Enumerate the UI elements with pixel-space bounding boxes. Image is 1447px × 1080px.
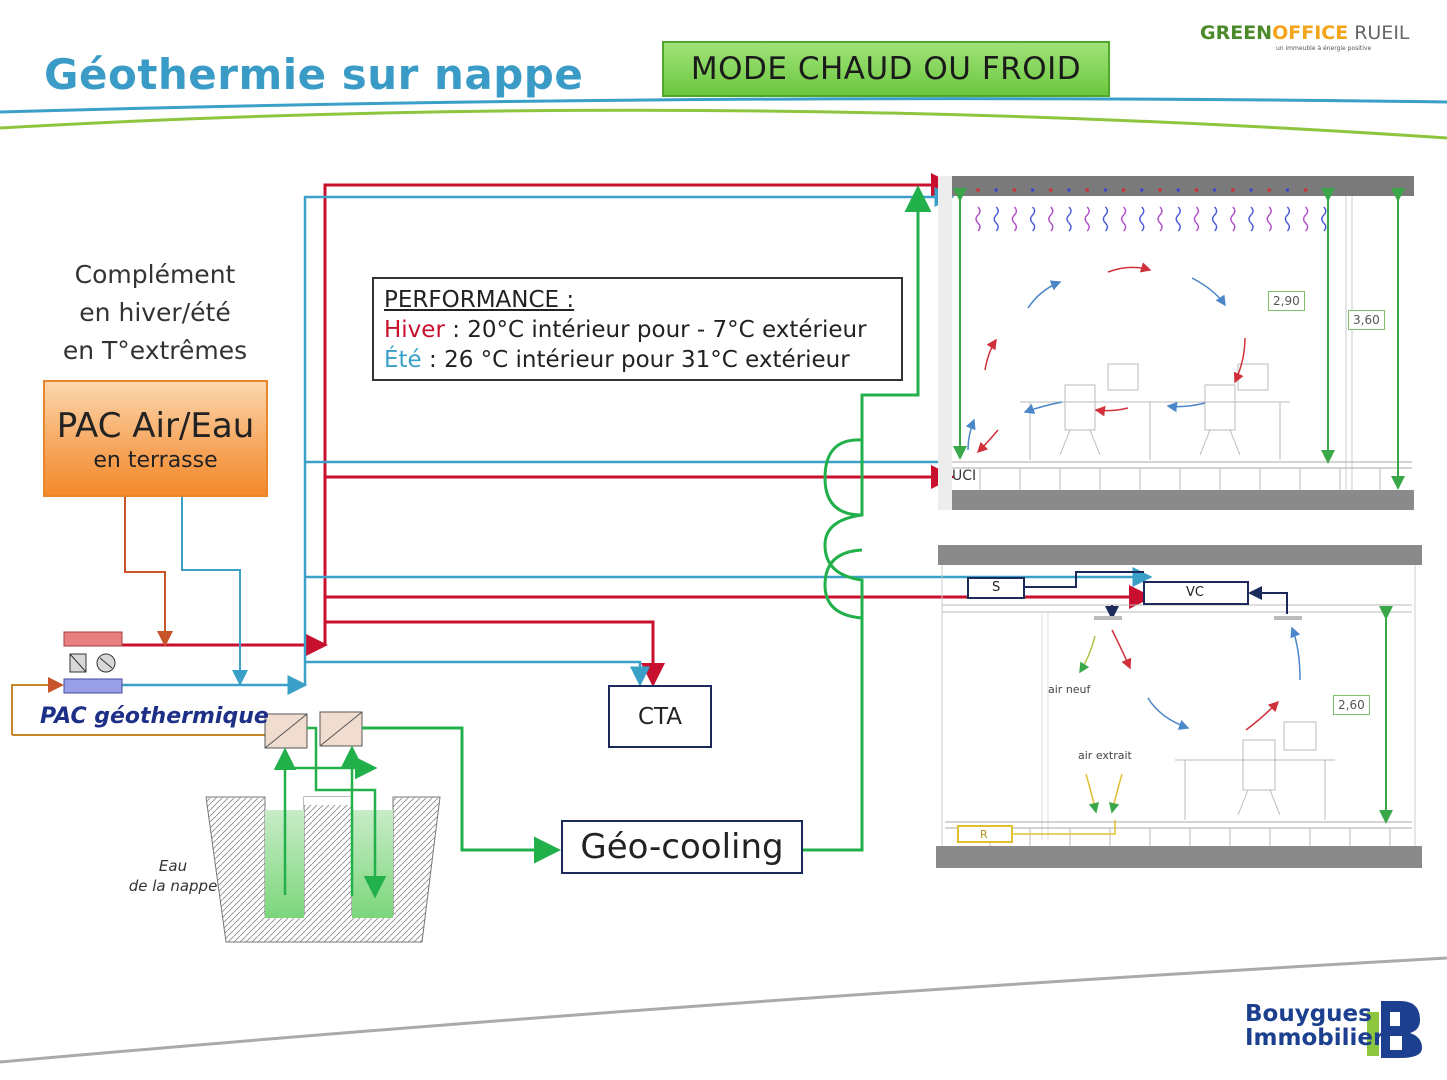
ceiling-emitter-dot (1176, 188, 1180, 192)
ceiling-emitter-dot (1085, 188, 1089, 192)
ceiling-emitter-dot (1194, 188, 1199, 192)
ceiling-emitter-dot (1103, 188, 1108, 192)
pac-geothermique-label: PAC géothermique (40, 704, 269, 729)
ceiling-emitter-dot (1049, 188, 1053, 192)
summer-label: Été (384, 347, 422, 373)
ceiling-emitter-dot (1231, 188, 1235, 192)
dimension-2-60: 2,60 (1333, 695, 1370, 715)
vc-unit-label: VC (1186, 585, 1204, 600)
complement-line-3: en T°extrêmes (62, 336, 248, 365)
logo-city-text: RUEIL (1354, 22, 1410, 44)
complement-label: Complément en hiver/été en T°extrêmes (40, 256, 270, 370)
radiant-squiggle (1029, 206, 1036, 232)
ceiling-emitter-dot (1212, 188, 1217, 192)
ceiling-emitter-dot (1267, 188, 1271, 192)
header-swoosh-green (0, 108, 1447, 140)
brand-line-2: Immobilier (1245, 1025, 1385, 1051)
winter-label: Hiver (384, 317, 445, 343)
r-unit-label: R (980, 828, 988, 841)
mode-badge: MODE CHAUD OU FROID (662, 41, 1110, 97)
radiant-squiggle (1193, 206, 1200, 232)
ceiling-emitter-dot (1121, 188, 1126, 192)
radiant-squiggle (1102, 206, 1109, 232)
uci-label: UCI (952, 468, 977, 484)
aquifer-line-2: de la nappe (128, 877, 218, 895)
geocooling-box: Géo-cooling (561, 820, 803, 874)
radiant-squiggle (1011, 206, 1018, 232)
dimension-3-60: 3,60 (1348, 310, 1385, 330)
summer-text: : 26 °C intérieur pour 31°C extérieur (421, 347, 850, 373)
ceiling-emitter-dot (1012, 188, 1017, 192)
lower-building-section (936, 545, 1422, 868)
radiant-squiggle (1048, 206, 1054, 232)
radiant-squiggle (1230, 206, 1236, 232)
radiant-squiggle (1157, 206, 1163, 232)
radiant-squiggle (993, 206, 999, 232)
upper-building-section (938, 176, 1414, 510)
complement-line-2: en hiver/été (79, 298, 231, 327)
ceiling-emitter-dot (994, 188, 998, 192)
ceiling-emitter-dot (1322, 188, 1326, 192)
cta-box: CTA (608, 685, 712, 748)
radiant-squiggle (1248, 206, 1254, 232)
ceiling-emitter-dot (1030, 188, 1035, 192)
radiant-squiggle (1139, 206, 1145, 232)
bouygues-logo-mark (1367, 1001, 1422, 1058)
winter-text: : 20°C intérieur pour - 7°C extérieur (444, 317, 867, 343)
ceiling-emitter-dot (1158, 188, 1162, 192)
ceiling-emitter-dot (1067, 188, 1071, 192)
complement-line-1: Complément (74, 260, 236, 289)
radiant-squiggle (1120, 206, 1127, 232)
ceiling-emitter-dot (1303, 188, 1308, 192)
dimension-2-90: 2,90 (1268, 291, 1305, 311)
radiant-squiggle (1266, 206, 1272, 232)
ceiling-emitter-dot (1285, 188, 1290, 192)
radiant-squiggle (1302, 206, 1309, 232)
ceiling-emitter-dot (976, 188, 980, 192)
ceiling-emitter-dot (1140, 188, 1144, 192)
logo-green-text: GREEN (1200, 22, 1273, 44)
air-extrait-label: air extrait (1078, 749, 1132, 762)
header-swoosh-blue (0, 97, 1447, 114)
s-unit-label: S (992, 580, 1001, 595)
performance-box: PERFORMANCE : Hiver : 20°C intérieur pou… (372, 277, 903, 381)
radiant-squiggle (1211, 206, 1218, 232)
radiant-squiggle (975, 206, 981, 232)
radiant-squiggle (1284, 206, 1291, 232)
pac-air-eau-box: PAC Air/Eau en terrasse (43, 380, 268, 497)
aquifer-line-1: Eau (158, 857, 188, 875)
performance-summer: Été : 26 °C intérieur pour 31°C extérieu… (384, 345, 891, 375)
radiant-squiggle (1321, 206, 1327, 232)
pac-air-subtitle: en terrasse (93, 448, 218, 473)
radiant-squiggle (1084, 206, 1090, 232)
footer-swoosh (0, 956, 1447, 1064)
logo-office-text: OFFICE (1272, 22, 1349, 44)
aquifer-label: Eau de la nappe (118, 856, 228, 896)
logo-tagline: un immeuble à énergie positive (1276, 45, 1372, 52)
performance-winter: Hiver : 20°C intérieur pour - 7°C extéri… (384, 315, 891, 345)
radiant-squiggle (1066, 206, 1072, 232)
radiant-squiggle (1175, 206, 1181, 232)
brand-line-1: Bouygues (1245, 1001, 1372, 1027)
pac-air-title: PAC Air/Eau (56, 406, 255, 446)
performance-heading: PERFORMANCE : (384, 287, 575, 313)
air-neuf-label: air neuf (1048, 683, 1091, 696)
page-title: Géothermie sur nappe (44, 50, 584, 99)
ceiling-emitter-dot (1249, 188, 1253, 192)
bouygues-logo: Bouygues Immobilier (1245, 1002, 1384, 1050)
